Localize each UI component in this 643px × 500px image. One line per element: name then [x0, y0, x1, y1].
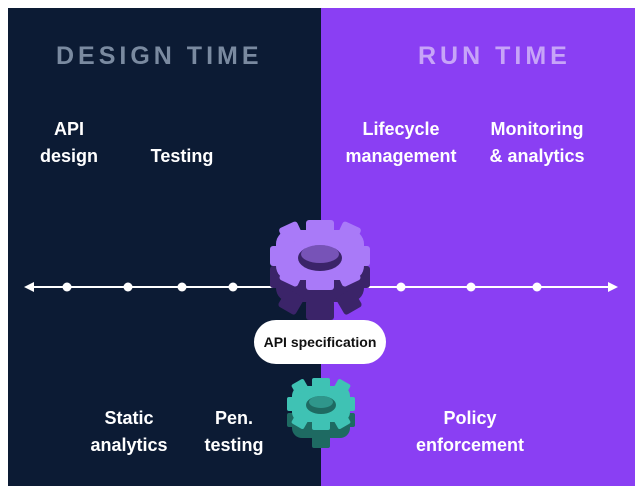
run-time-panel: [321, 8, 635, 486]
gear-icon: [270, 220, 370, 320]
left-arrow-icon: [24, 282, 34, 292]
api-design-label: API design: [39, 119, 98, 166]
testing-label: Testing: [150, 146, 214, 166]
lifecycle-management-label: Lifecycle management: [345, 119, 457, 166]
timeline-dot: [396, 282, 406, 292]
api-specification-badge: API specification: [254, 320, 386, 364]
pen-testing-label: Pen. testing: [204, 408, 264, 455]
design-time-heading: DESIGN TIME: [56, 42, 263, 70]
policy-enforcement-label: Policy enforcement: [415, 408, 525, 455]
timeline-dot: [466, 282, 476, 292]
timeline-dot: [123, 282, 133, 292]
right-arrow-icon: [608, 282, 618, 292]
timeline-dot: [177, 282, 187, 292]
timeline-dot: [62, 282, 72, 292]
timeline-graphic: [24, 220, 618, 448]
timeline-dot: [532, 282, 542, 292]
gear-icon: [287, 378, 355, 448]
run-time-heading: RUN TIME: [418, 42, 571, 70]
design-time-panel: [8, 8, 321, 486]
static-analytics-label: Static analytics: [90, 408, 168, 455]
lifecycle-diagram: DESIGN TIME RUN TIME API design Testing …: [8, 8, 635, 486]
monitoring-analytics-label: Monitoring & analytics: [489, 119, 585, 166]
timeline-dot: [228, 282, 238, 292]
